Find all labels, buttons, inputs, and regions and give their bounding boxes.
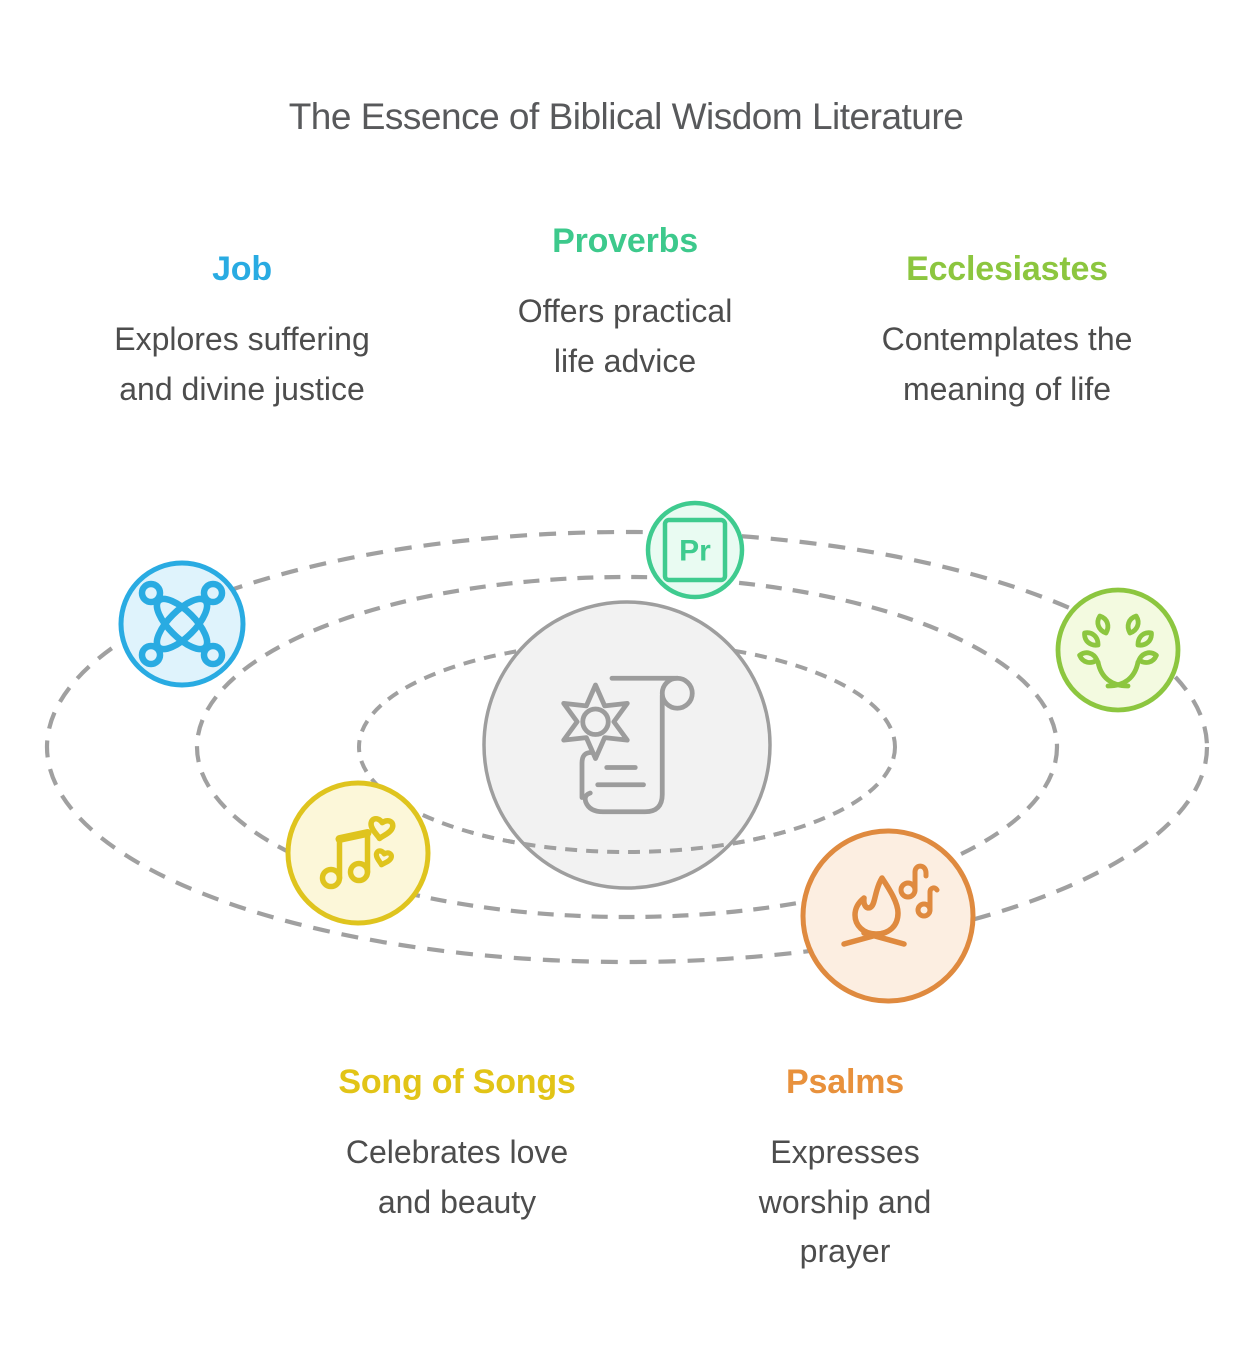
orbit-ring-outer [44,529,1210,965]
proverbs-node-circle [645,500,745,600]
laurel-wreath-icon [1077,613,1159,689]
proverbs-node: Pr [645,500,745,600]
premiere-pr-badge-icon: Pr [662,517,728,583]
song-of-songs-description: Celebrates love and beauty [345,1134,569,1220]
job-description: Explores suffering and divine justice [114,321,370,407]
scroll-star-of-david-icon [561,675,695,815]
psalms-description: Expresses worship and prayer [758,1134,932,1270]
ecclesiastes-description: Contemplates the meaning of life [881,321,1133,407]
label-job: Job Explores suffering and divine justic… [32,250,452,414]
orbit-ring-middle [194,574,1060,920]
job-node-circle [118,560,246,688]
label-proverbs: Proverbs Offers practical life advice [415,222,835,386]
proverbs-heading: Proverbs [552,222,698,260]
proverbs-description: Offers practical life advice [517,293,733,379]
orbit-ring-inner [357,640,897,854]
label-psalms: Psalms Expresses worship and prayer [635,1063,1055,1277]
center-node-circle [482,600,772,890]
song-of-songs-heading: Song of Songs [338,1063,576,1101]
campfire-music-notes-icon [841,863,940,947]
ecclesiastes-node [1055,587,1181,713]
page-title: The Essence of Biblical Wisdom Literatur… [288,96,964,137]
ecclesiastes-heading: Ecclesiastes [906,250,1108,288]
song-of-songs-node [285,780,431,926]
pr-badge-text: Pr [679,535,711,568]
orbit-rings [44,529,1210,965]
label-song-of-songs: Song of Songs Celebrates love and beauty [247,1063,667,1227]
ecclesiastes-node-circle [1055,587,1181,713]
job-node [118,560,246,688]
center-node [470,600,790,890]
label-ecclesiastes: Ecclesiastes Contemplates the meaning of… [797,250,1217,414]
job-heading: Job [212,250,272,288]
music-note-hearts-icon [319,815,396,890]
psalms-node [800,828,976,1004]
psalms-node-circle [800,828,976,1004]
joomla-knot-icon [138,580,226,668]
psalms-heading: Psalms [786,1063,904,1101]
song-of-songs-node-circle [285,780,431,926]
